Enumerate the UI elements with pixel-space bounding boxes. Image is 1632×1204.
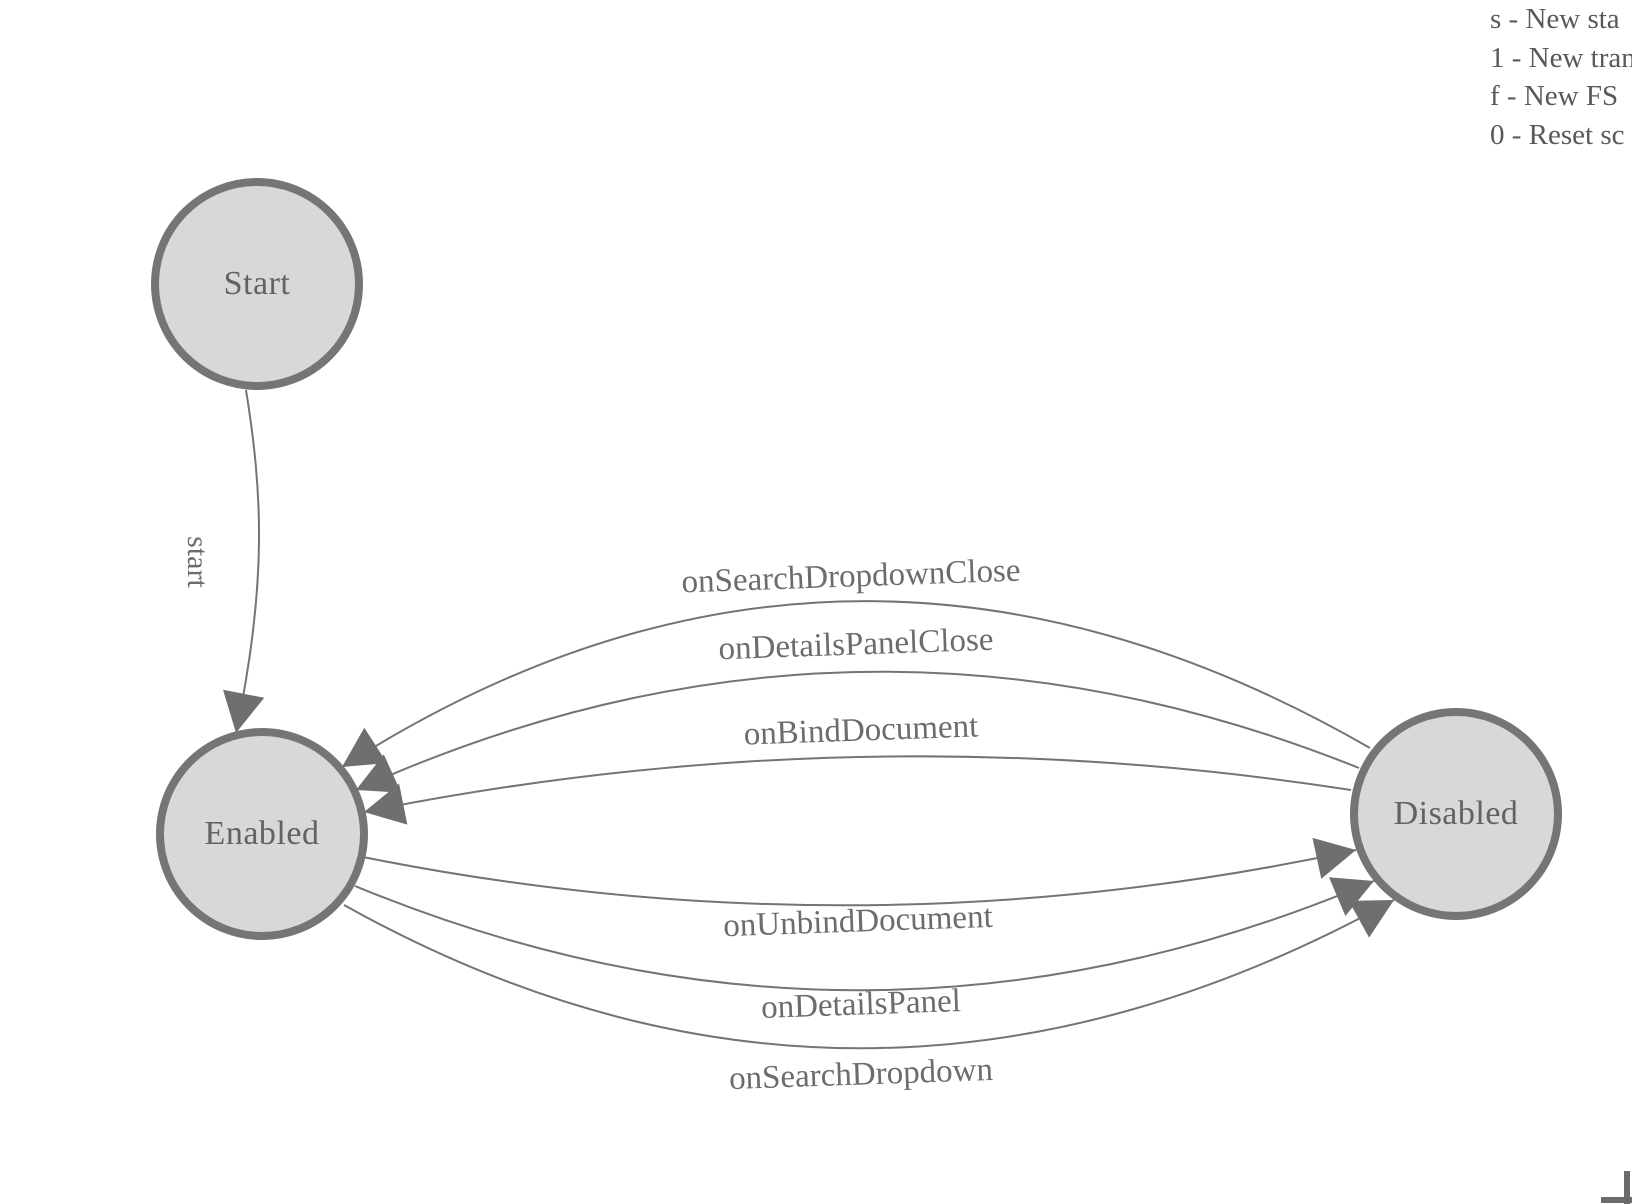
- state-label: Disabled: [1393, 795, 1519, 832]
- arrowhead-onSearchDropdown: [1348, 900, 1394, 938]
- arrowhead-onSearchDropdownClose: [342, 727, 388, 767]
- arrowhead-onDetailsPanel: [1328, 877, 1374, 916]
- legend-line: 1 - New tran: [1490, 41, 1632, 74]
- edge-onBindDocument[interactable]: [363, 755, 1352, 813]
- edge-onDetailsPanelClose[interactable]: [355, 670, 1360, 791]
- edge-label-onDetailsPanel: onDetailsPanel: [760, 983, 962, 1026]
- arrowhead-start: [223, 689, 265, 733]
- legend-line: s - New sta: [1490, 3, 1620, 35]
- arrowhead-onUnbindDocument: [1312, 837, 1356, 879]
- viewport-corner-mark: [1624, 1171, 1630, 1204]
- edge-onDetailsPanel[interactable]: [354, 880, 1375, 992]
- state-node-start[interactable]: Start: [151, 178, 363, 390]
- state-node-enabled[interactable]: Enabled: [156, 728, 368, 940]
- state-label: Start: [223, 265, 291, 302]
- edge-onUnbindDocument[interactable]: [362, 849, 1357, 907]
- viewport-corner-mark: [1601, 1197, 1632, 1203]
- arrowhead-onDetailsPanelClose: [356, 754, 402, 793]
- state-label: Enabled: [204, 815, 320, 852]
- legend-line: 0 - Reset sc: [1490, 118, 1625, 151]
- shortcuts-legend: s - New sta 1 - New tran f - New FS 0 - …: [1490, 0, 1632, 154]
- state-node-disabled[interactable]: Disabled: [1350, 708, 1562, 920]
- edge-label-start: start: [181, 536, 214, 588]
- edge-onSearchDropdownClose[interactable]: [341, 600, 1371, 768]
- arrowhead-onBindDocument: [364, 783, 408, 825]
- edge-start[interactable]: [235, 389, 261, 734]
- edge-onSearchDropdown[interactable]: [343, 899, 1395, 1050]
- legend-line: f - New FS: [1490, 80, 1619, 112]
